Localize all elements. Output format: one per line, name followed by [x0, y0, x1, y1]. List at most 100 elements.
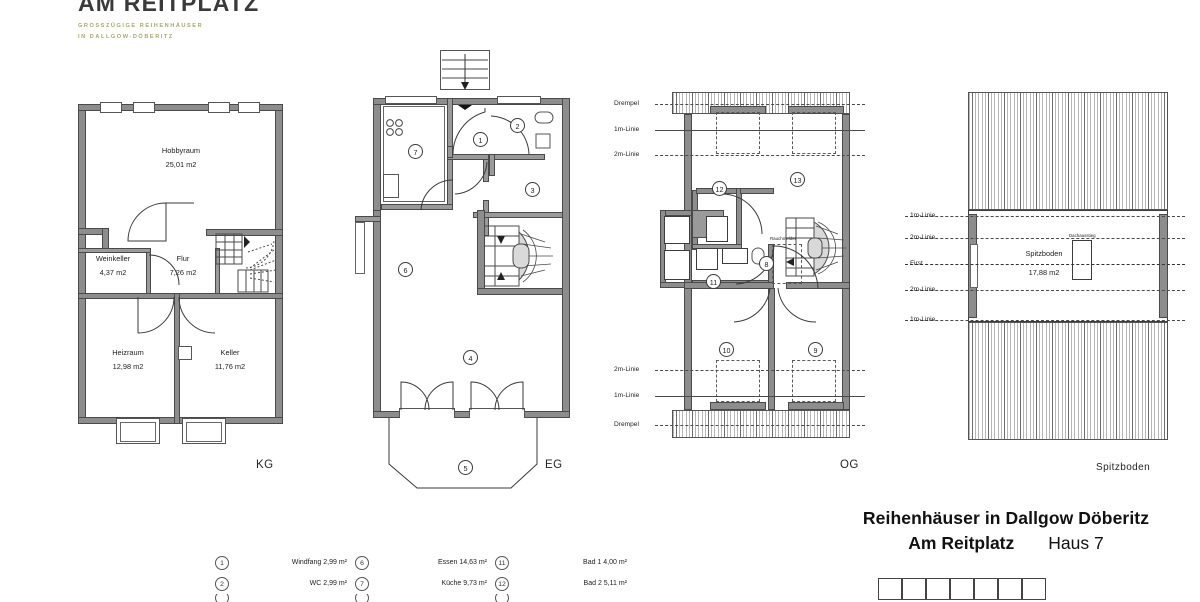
- og-roof-hatch-bottom: [672, 410, 850, 438]
- og-dimline-2m-top: [655, 155, 865, 156]
- og-room-number-13: 13: [790, 172, 805, 187]
- og-bath11-fixture-a: [696, 248, 718, 270]
- kg-wall-bottom: [78, 417, 283, 424]
- og-dimline-drempel-bottom: [655, 425, 865, 426]
- eg-room-number-2: 2: [510, 118, 525, 133]
- eg-wall-left-upper: [373, 98, 381, 218]
- kg-room-heizraum-area: 12,98 m2: [112, 362, 144, 372]
- eg-wall-wc-stub: [489, 154, 495, 176]
- floor-code-og: OG: [840, 459, 859, 471]
- kg-room-hobbyraum: Hobbyraum 25,01 m2: [116, 144, 246, 172]
- eg-window: [385, 96, 437, 104]
- og-door-10: [733, 287, 771, 323]
- kg-room-weinkeller-name: Weinkeller: [95, 254, 131, 263]
- site-plan-unit: [950, 578, 974, 600]
- eg-room-number-4: 4: [463, 350, 478, 365]
- legend-item: [215, 594, 355, 602]
- kg-window: [208, 102, 230, 113]
- eg-wall-left-lower: [373, 210, 381, 418]
- sp-label-2m-top: 2m-Linie: [910, 234, 936, 241]
- og-label-2m-top: 2m-Linie: [614, 151, 640, 158]
- kg-room-weinkeller-area: 4,37 m2: [99, 268, 127, 278]
- kg-wall-stair: [215, 248, 220, 294]
- eg-terrace: [388, 418, 538, 489]
- legend-number: 6: [355, 555, 369, 570]
- kg-door-keller: [178, 296, 216, 334]
- kg-room-heizraum-name: Heizraum: [112, 348, 144, 357]
- brand-logo: AM REITPLATZ GROSSZÜGIGE REIHENHÄUSER IN…: [78, 0, 298, 43]
- eg-terrace-door-swings: [400, 381, 524, 411]
- legend-item: 6 Essen 14,63 m²: [355, 555, 495, 570]
- site-plan-unit: [902, 578, 926, 600]
- legend-row: 1 Windfang 2,99 m² 6 Essen 14,63 m² 11 B…: [215, 552, 635, 573]
- og-bath11-fixture-b: [722, 248, 748, 264]
- og-room-number-10: 10: [719, 342, 734, 357]
- legend-item: 12 Bad 2 5,11 m²: [495, 576, 635, 591]
- og-wall-hall: [684, 282, 774, 289]
- project-title: Reihenhäuser in Dallgow Döberitz: [862, 508, 1150, 528]
- legend-row-partial: [215, 594, 635, 602]
- kg-room-hobbyraum-area: 25,01 m2: [165, 160, 197, 170]
- kg-window: [100, 102, 122, 113]
- site-plan-unit: [998, 578, 1022, 600]
- sp-label-2m-bottom: 2m-Linie: [910, 286, 936, 293]
- og-door-9: [777, 287, 817, 323]
- legend-label: Essen 14,63 m²: [437, 559, 487, 566]
- og-dormer-dash-b: [792, 112, 836, 154]
- og-dormer-dash-c: [716, 360, 760, 402]
- eg-wall-kitchen-bottom: [381, 204, 453, 210]
- kg-wall-mid-c: [78, 293, 283, 299]
- kg-door-heizraum: [137, 296, 175, 334]
- kg-wall-top: [78, 104, 283, 111]
- legend-label: WC 2,99 m²: [309, 580, 347, 587]
- kg-lightwell-inner: [186, 422, 222, 442]
- legend-row: 2 WC 2,99 m² 7 Küche 9,73 m² 12 Bad 2 5,…: [215, 573, 635, 594]
- legend-number: 1: [215, 555, 229, 570]
- kg-room-flur-area: 7,26 m2: [169, 268, 197, 278]
- og-dormer-bot-a: [710, 402, 766, 410]
- eg-room-number-3: 3: [525, 182, 540, 197]
- legend-item: [495, 594, 635, 602]
- sp-dimline-1m-top: [905, 216, 1185, 217]
- floor-code-eg: EG: [545, 459, 563, 471]
- eg-side-element: [355, 222, 365, 274]
- og-label-2m-bottom: 2m-Linie: [614, 366, 640, 373]
- eg-door-hall: [454, 161, 488, 195]
- logo-subtitle: GROSSZÜGIGE REIHENHÄUSER IN DALLGOW-DÖBE…: [78, 21, 298, 43]
- legend-number: 2: [215, 576, 229, 591]
- site-plan-unit: [1022, 578, 1046, 600]
- site-plan-unit: [926, 578, 950, 600]
- eg-staircase: [482, 225, 553, 287]
- eg-kitchen-unit: [383, 174, 399, 198]
- floorplan-og: Rauchmelder 12 13 8 11 10 9: [660, 92, 860, 442]
- floor-code-kg: KG: [256, 459, 274, 471]
- sp-label-1m-bottom: 1m-Linie: [910, 316, 936, 323]
- sp-roof-hatch-top: [968, 92, 1168, 210]
- sp-dimline-2m-bottom: [905, 290, 1185, 291]
- og-dormer-dash-d: [792, 360, 836, 402]
- sp-label-first: First: [910, 260, 923, 267]
- legend-label: Bad 1 4,00 m²: [583, 559, 627, 566]
- sp-wall-right: [1159, 214, 1168, 318]
- og-door-13: [773, 245, 819, 289]
- sp-room-name: Spitzboden: [1025, 249, 1063, 258]
- kg-opening: [178, 346, 192, 360]
- kg-room-keller: Keller 11,76 m2: [188, 346, 272, 374]
- eg-room-number-6: 6: [398, 262, 413, 277]
- eg-wall-right: [562, 98, 570, 418]
- kg-wall-mid-b: [206, 229, 283, 236]
- floorplan-spitzboden: Dachausstieg Spitzboden 17,88 m2: [968, 92, 1168, 442]
- legend-item: 11 Bad 1 4,00 m²: [495, 555, 635, 570]
- og-wall-r13: [740, 188, 774, 194]
- og-bath12-tub: [706, 216, 728, 242]
- eg-room-number-5: 5: [458, 460, 473, 475]
- legend-number: 11: [495, 555, 509, 570]
- og-door-12: [721, 193, 763, 235]
- sp-wall-opening: [970, 244, 978, 288]
- og-door-11: [735, 243, 775, 285]
- room-legend: 1 Windfang 2,99 m² 6 Essen 14,63 m² 11 B…: [215, 552, 635, 602]
- eg-door-entry: [452, 108, 486, 155]
- og-room-number-11: 11: [706, 274, 721, 289]
- logo-subtitle-line1: GROSSZÜGIGE REIHENHÄUSER: [78, 23, 204, 29]
